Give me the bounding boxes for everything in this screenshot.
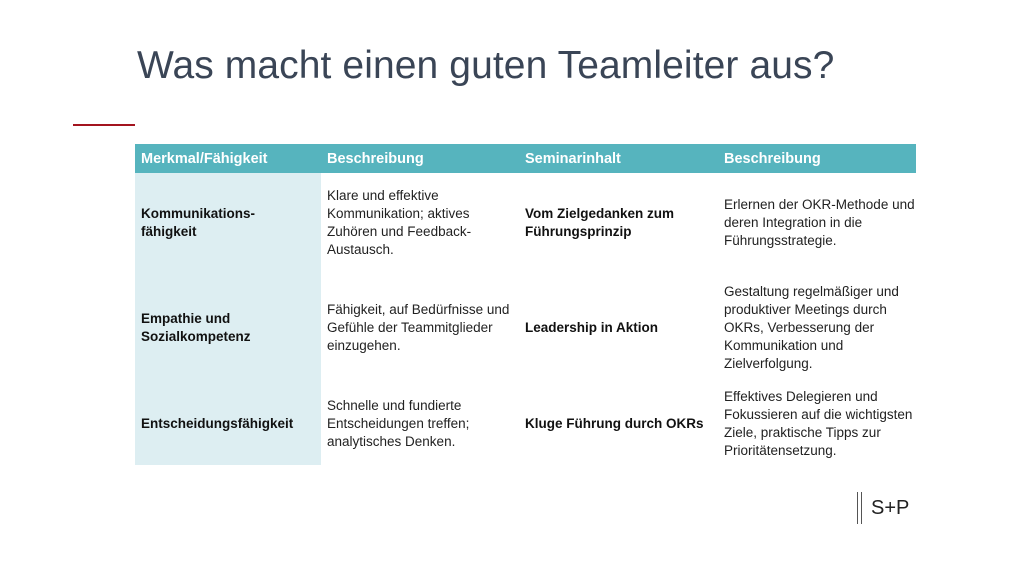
cell-seminar-beschreibung: Gestaltung regelmäßiger und produktiver …	[724, 284, 899, 371]
cell-seminarinhalt: Leadership in Aktion	[525, 320, 659, 335]
table-row: Empathie und Sozialkompetenz Fähigkeit, …	[135, 273, 916, 383]
header-beschreibung: Beschreibung	[327, 150, 424, 167]
header-seminar-beschreibung: Beschreibung	[724, 150, 821, 167]
cell-merkmal: Empathie und Sozialkompetenz	[141, 311, 251, 344]
table-row: Entscheidungsfähigkeit Schnelle und fund…	[135, 383, 916, 465]
table-row: Kommunikations- fähigkeit Klare und effe…	[135, 173, 916, 273]
cell-merkmal: Kommunikations- fähigkeit	[141, 206, 256, 239]
cell-seminar-beschreibung: Erlernen der OKR-Methode und deren Integ…	[724, 197, 915, 248]
table-body: Kommunikations- fähigkeit Klare und effe…	[135, 173, 916, 465]
slide-title: Was macht einen guten Teamleiter aus?	[137, 44, 835, 87]
cell-beschreibung: Fähigkeit, auf Bedürfnisse und Gefühle d…	[327, 302, 510, 353]
logo-bar-icon	[857, 492, 858, 524]
header-seminarinhalt: Seminarinhalt	[525, 150, 621, 167]
cell-seminar-beschreibung: Effektives Delegieren und Fokussieren au…	[724, 389, 913, 458]
company-logo: S+P	[857, 492, 909, 524]
logo-bar-icon	[861, 492, 862, 524]
cell-beschreibung: Schnelle und fundierte Entscheidungen tr…	[327, 398, 470, 449]
comparison-table: Merkmal/Fähigkeit Beschreibung Seminarin…	[135, 144, 916, 465]
accent-line	[73, 124, 135, 126]
header-merkmal: Merkmal/Fähigkeit	[141, 150, 268, 167]
cell-seminarinhalt: Vom Zielgedanken zum Führungsprinzip	[525, 206, 675, 239]
cell-seminarinhalt: Kluge Führung durch OKRs	[525, 416, 704, 431]
table-header-row: Merkmal/Fähigkeit Beschreibung Seminarin…	[135, 144, 916, 173]
logo-text: S+P	[871, 496, 910, 519]
first-column-background	[135, 173, 321, 465]
cell-beschreibung: Klare und effektive Kommunikation; aktiv…	[327, 188, 472, 257]
cell-merkmal: Entscheidungsfähigkeit	[141, 416, 294, 431]
